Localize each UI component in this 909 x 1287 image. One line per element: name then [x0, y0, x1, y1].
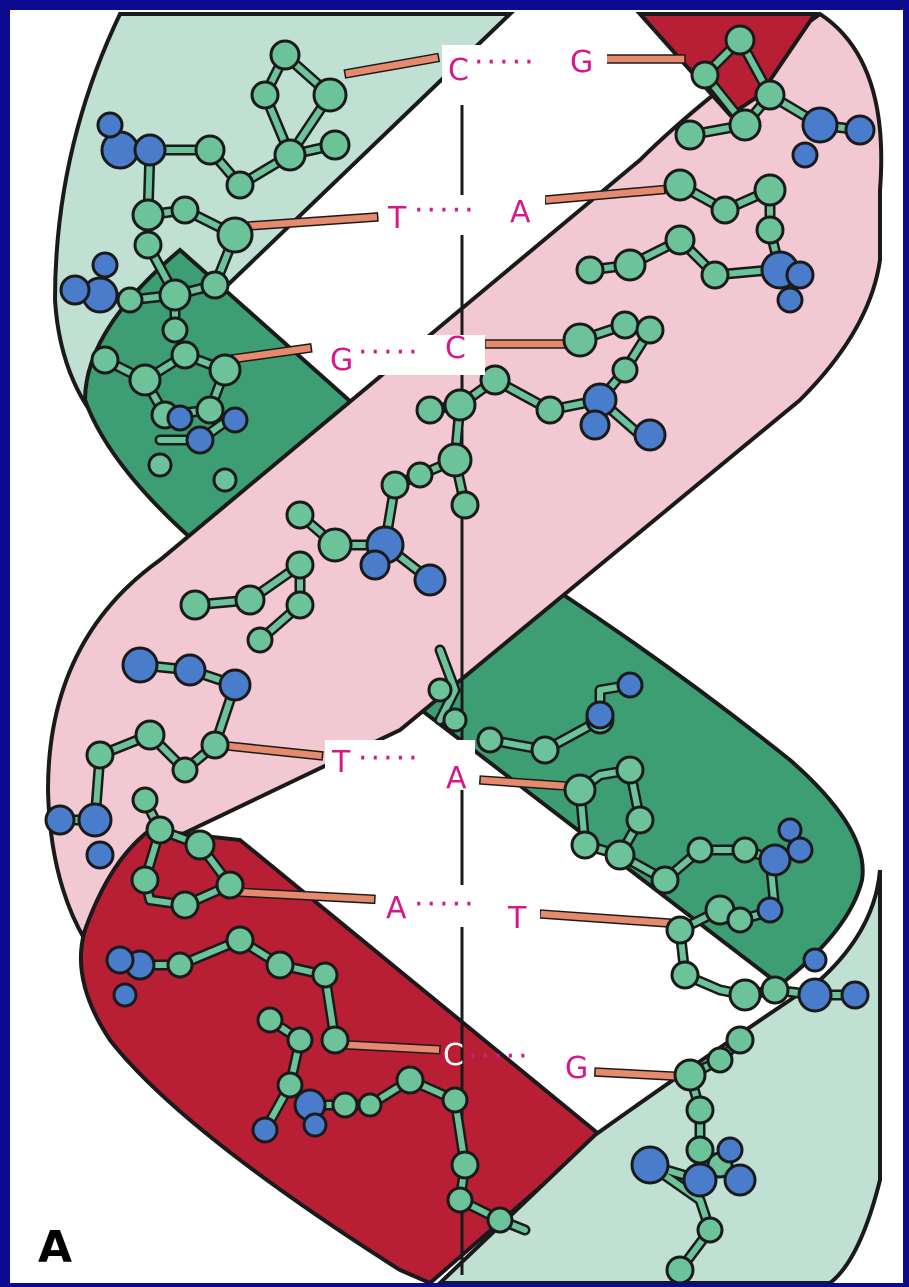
label-bg — [325, 335, 485, 375]
hbond-bar — [484, 339, 576, 349]
base-pair-3-left: G — [330, 343, 353, 378]
base-pair-3-right: C — [445, 331, 466, 366]
base-pair-dots: ····· — [468, 1039, 531, 1074]
base-pair-dots: ····· — [414, 193, 477, 228]
base-pair-labels: C ····· G T ····· A G ····· C T ····· A … — [325, 45, 607, 1086]
base-pair-2-right: A — [510, 195, 531, 230]
label-bg — [380, 195, 545, 235]
label-bg — [442, 45, 607, 85]
base-pair-6-right: G — [565, 1051, 588, 1086]
label-bg — [378, 885, 540, 927]
base-pair-1-right: G — [570, 45, 593, 80]
label-bg — [325, 740, 475, 790]
hbond-bar — [599, 54, 686, 64]
base-pair-dots: ····· — [358, 335, 421, 370]
base-pair-4-left: T — [331, 745, 351, 780]
base-pair-6-left: C — [443, 1038, 464, 1073]
panel-label: A — [38, 1222, 72, 1273]
phosphate-atoms — [44, 106, 876, 1198]
base-pair-dots: ····· — [414, 887, 477, 922]
base-pair-2-left: T — [387, 201, 407, 236]
base-pair-1-left: C — [448, 53, 469, 88]
base-pair-4-right: A — [446, 761, 467, 796]
base-pair-5-left: A — [386, 891, 407, 926]
base-pair-dots: ····· — [474, 45, 537, 80]
hbond-bar — [343, 52, 441, 79]
base-pair-dots: ····· — [358, 741, 421, 776]
base-pair-5-right: T — [507, 901, 527, 936]
carbon-atoms — [85, 24, 790, 1285]
